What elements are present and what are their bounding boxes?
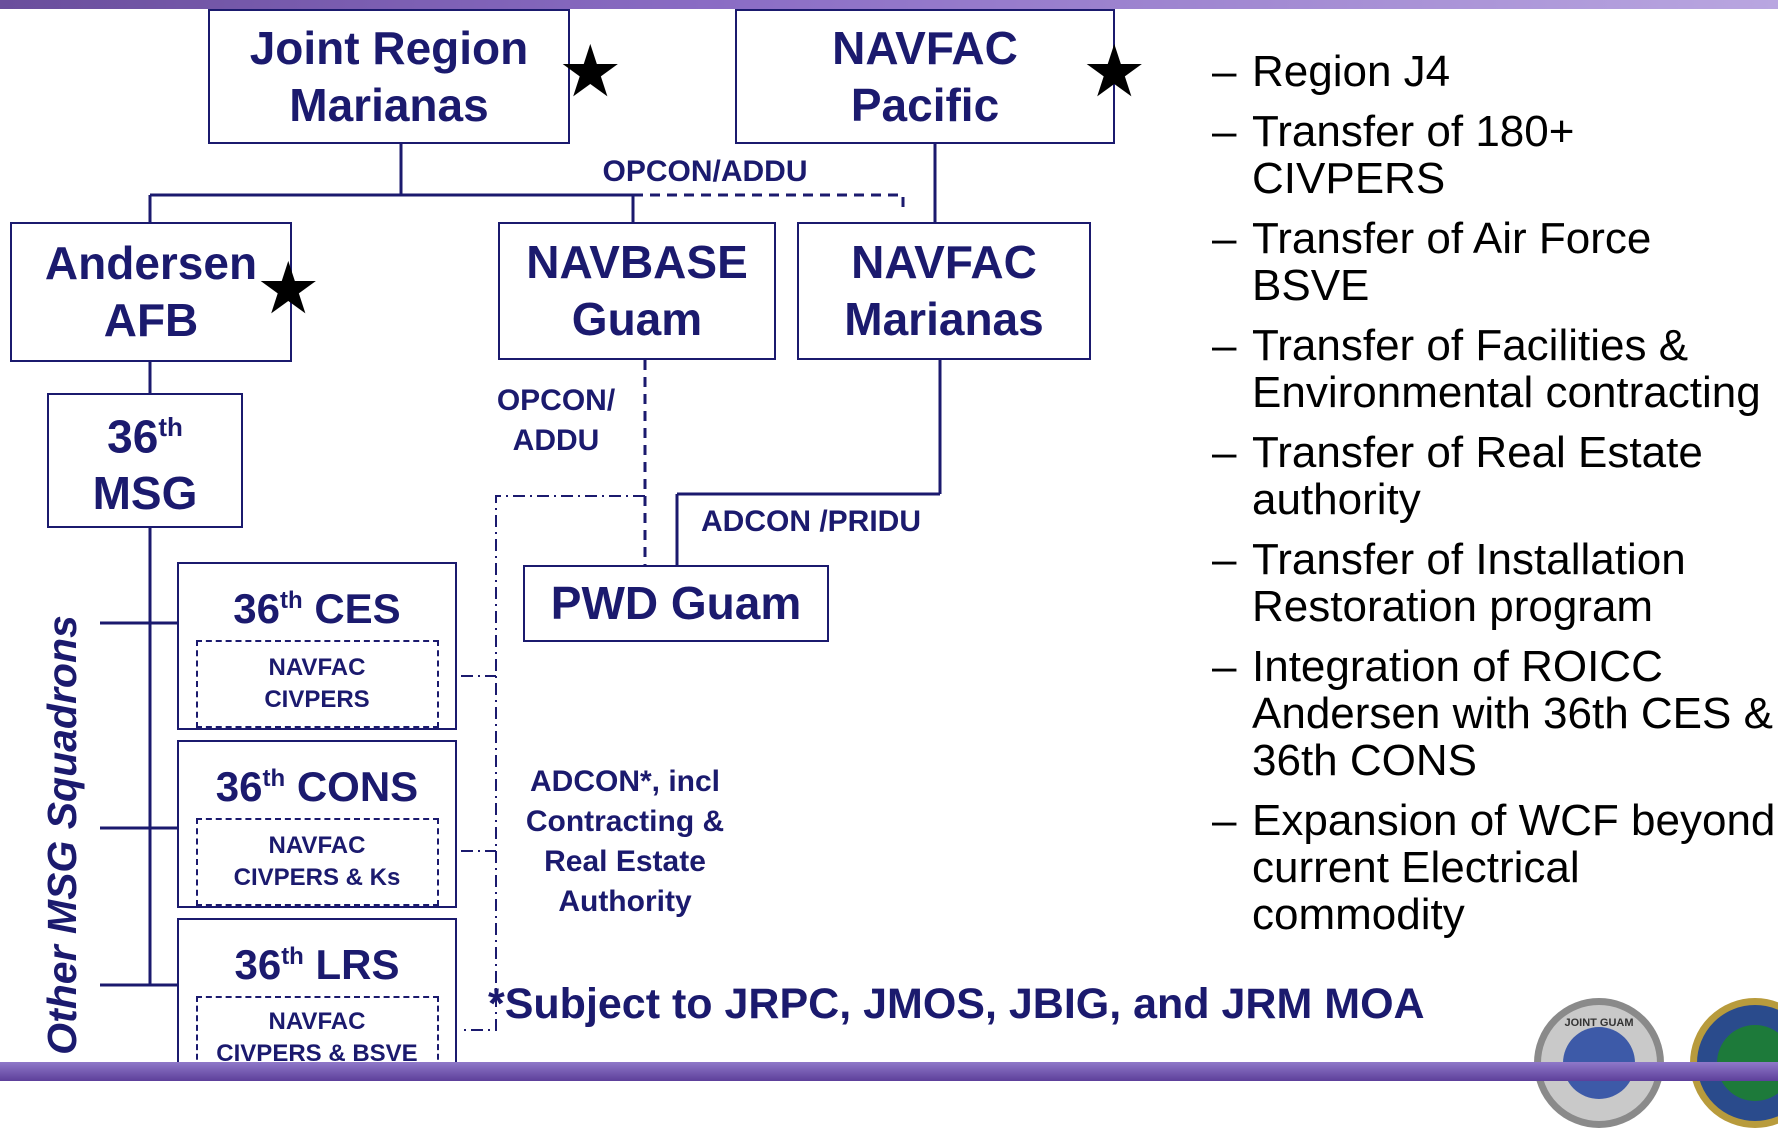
opcon-addu-left-label: OPCON/ ADDU — [496, 384, 616, 457]
bullet-item: –Integration of ROICC Andersen with 36th… — [1212, 642, 1773, 785]
ces-box: 36th CES NAVFAC CIVPERS — [177, 562, 457, 730]
navbase-guam-label: NAVBASE Guam — [526, 236, 748, 345]
navbase-guam-box: NAVBASE Guam — [498, 222, 776, 360]
lrs-box: 36th LRS NAVFAC CIVPERS & BSVE — [177, 918, 457, 1081]
opcon-dashed-line — [633, 193, 905, 212]
bullet-item: –Transfer of Facilities & Environmental … — [1212, 321, 1761, 417]
bullet-item: –Transfer of Real Estate authority — [1212, 428, 1703, 524]
bottom-accent-bar — [0, 1062, 1778, 1081]
bullet-item: –Expansion of WCF beyond current Electri… — [1212, 796, 1776, 939]
msg-label: 36th MSG — [92, 410, 198, 520]
bullet-item: –Transfer of Air Force BSVE — [1212, 214, 1652, 310]
andersen-afb-box: Andersen AFB — [10, 222, 292, 362]
lrs-title: 36th LRS — [234, 941, 400, 988]
joint-region-marianas-label: Joint Region Marianas — [249, 21, 529, 131]
navfac-marianas-box: NAVFAC Marianas — [797, 222, 1091, 360]
bullet-item: –Region J4 — [1212, 47, 1451, 96]
cons-inner-box: NAVFAC CIVPERS & Ks — [195, 818, 439, 906]
bullet-list: –Region J4 –Transfer of 180+ CIVPERS –Tr… — [1212, 48, 1778, 951]
adcon-dashdot-line — [463, 495, 645, 1031]
adcon-pridu-label: ADCON /PRIDU — [700, 505, 921, 538]
cons-title: 36th CONS — [215, 763, 419, 810]
star-icon: ★ — [256, 249, 321, 329]
ces-title: 36th CES — [233, 585, 401, 632]
joint-guam-seal-text: JOINT GUAM — [1564, 1017, 1634, 1029]
cons-box: 36th CONS NAVFAC CIVPERS & Ks — [177, 740, 457, 908]
footnote: *Subject to JRPC, JMOS, JBIG, and JRM MO… — [488, 980, 1425, 1028]
navfac-pacific-label: NAVFAC Pacific — [832, 21, 1018, 131]
bullet-item: –Transfer of Installation Restoration pr… — [1212, 535, 1686, 631]
star-icon: ★ — [1082, 32, 1147, 112]
joint-region-marianas-box: Joint Region Marianas — [208, 9, 570, 144]
andersen-afb-label: Andersen AFB — [44, 237, 258, 346]
pwd-guam-box: PWD Guam — [523, 565, 829, 642]
adcon-incl-label: ADCON*, incl Contracting & Real Estate A… — [525, 765, 725, 918]
connector-lines — [100, 144, 942, 1031]
ces-inner-box: NAVFAC CIVPERS — [195, 640, 439, 728]
opcon-addu-top-label: OPCON/ADDU — [602, 155, 808, 188]
bullet-item: –Transfer of 180+ CIVPERS — [1212, 107, 1575, 203]
star-icon: ★ — [558, 32, 623, 112]
pwd-guam-label: PWD Guam — [550, 577, 802, 629]
top-accent-bar — [0, 0, 1778, 9]
msg-box: 36th MSG — [47, 393, 243, 528]
navfac-pacific-box: NAVFAC Pacific — [735, 9, 1115, 144]
navfac-marianas-label: NAVFAC Marianas — [844, 236, 1044, 345]
